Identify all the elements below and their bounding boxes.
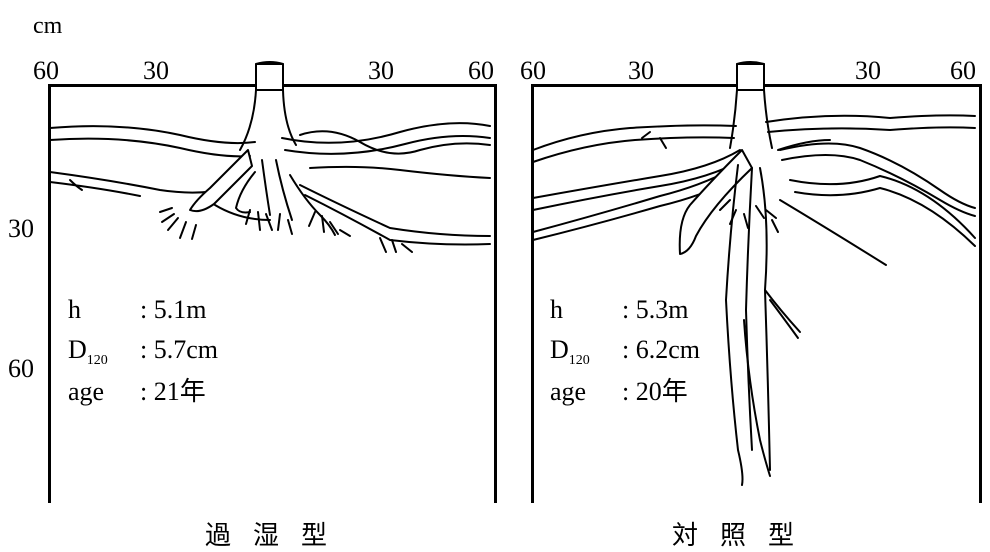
left-root-system (50, 62, 490, 252)
left-lateral-root-2 (50, 172, 230, 193)
left-lateral-root-4 (300, 185, 490, 236)
left-stem (256, 64, 283, 90)
right-lateral-root-3 (766, 115, 975, 122)
left-lateral-root-1 (50, 126, 255, 143)
left-lateral-root-3 (282, 123, 490, 143)
right-root-system (533, 62, 975, 485)
right-stem (737, 64, 764, 90)
